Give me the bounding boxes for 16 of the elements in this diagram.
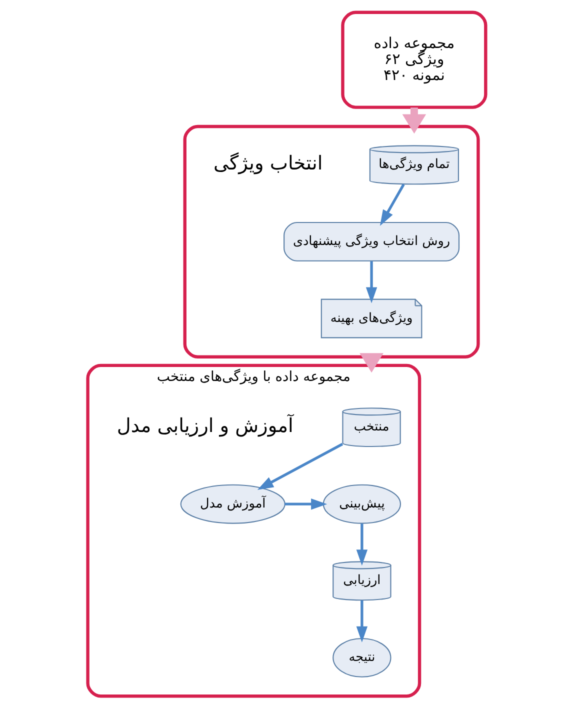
arrow (356, 524, 368, 566)
node-label: آموزش و ارزیابی مدل (116, 414, 294, 437)
arrow (356, 600, 368, 642)
node-ellipse: آموزش مدل (180, 484, 286, 524)
node-ellipse: نتیجه (332, 638, 392, 678)
arrow (402, 108, 426, 134)
node-label: انتخاب ویژگی (213, 152, 323, 175)
node-box: مجموعه داده ۶۲ ویژگی ۴۲۰ نمونه (341, 10, 488, 109)
node-ellipse: پیش‌بینی (322, 484, 402, 524)
cluster (183, 124, 480, 358)
arrow (380, 184, 405, 226)
node-box: روش انتخاب ویژگی پیشنهادی (284, 222, 460, 262)
arrow (360, 353, 384, 373)
arrow (284, 498, 328, 510)
arrow (366, 261, 378, 304)
arrow (257, 442, 344, 490)
